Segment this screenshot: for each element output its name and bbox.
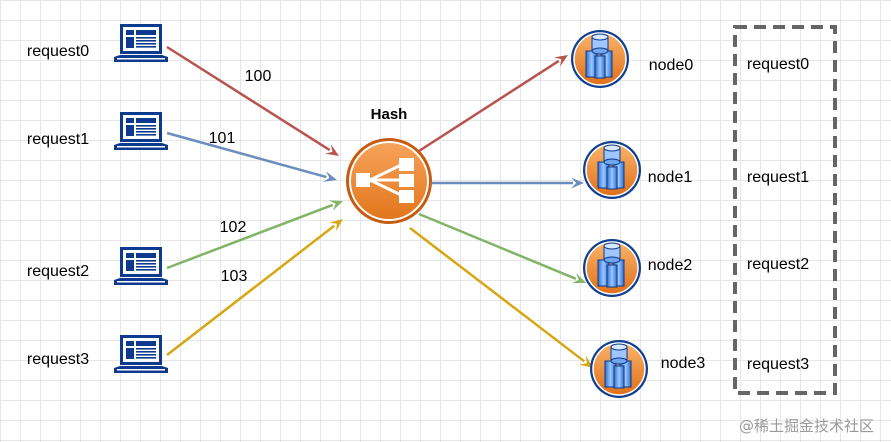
hash-value-label-3: 103: [221, 268, 248, 285]
arrow-hash-to-node1: [432, 177, 584, 189]
cache-items-layer: request0 request1 request2 request3: [747, 56, 809, 373]
arrow-request0-to-hash: [166, 45, 339, 156]
arrow-request2-to-hash: [166, 200, 343, 270]
laptop-icon: [114, 247, 168, 285]
server-database-icon: [571, 30, 629, 88]
load-balancer-icon: [346, 138, 432, 224]
request-label-3: request3: [27, 351, 89, 368]
arrow-request1-to-hash: [166, 131, 337, 182]
hash-title: Hash: [371, 106, 408, 123]
hash-value-label-0: 100: [245, 68, 272, 85]
server-database-icon: [590, 340, 648, 398]
server-database-icon: [583, 239, 641, 297]
request-label-1: request1: [27, 131, 89, 148]
edges-layer: [166, 45, 593, 368]
hash-value-label-1: 101: [209, 130, 236, 147]
hash-value-label-2: 102: [220, 219, 247, 236]
node-label-2: node2: [648, 257, 693, 274]
node-label-1: node1: [648, 169, 693, 186]
cache-item-1: request1: [747, 169, 809, 186]
request-label-2: request2: [27, 263, 89, 280]
laptop-icon: [114, 24, 168, 62]
laptop-icon: [114, 112, 168, 150]
cache-box: [733, 25, 837, 395]
cache-item-3: request3: [747, 356, 809, 373]
arrow-hash-to-node0: [418, 55, 568, 153]
laptop-icon: [114, 335, 168, 373]
node-label-0: node0: [649, 57, 694, 74]
arrow-hash-to-node3: [409, 227, 593, 368]
nodes-layer: node0 node1 node2 node3: [571, 30, 705, 398]
arrow-request3-to-hash: [166, 219, 343, 356]
cache-item-2: request2: [747, 256, 809, 273]
cache-item-0: request0: [747, 56, 809, 73]
clients-layer: request0 100 request1 101 request2 102 request…: [27, 24, 272, 373]
server-database-icon: [583, 141, 641, 199]
request-label-0: request0: [27, 43, 89, 60]
node-label-3: node3: [661, 355, 706, 372]
arrow-hash-to-node2: [418, 212, 586, 284]
watermark: @稀土掘金技术社区: [739, 417, 874, 435]
